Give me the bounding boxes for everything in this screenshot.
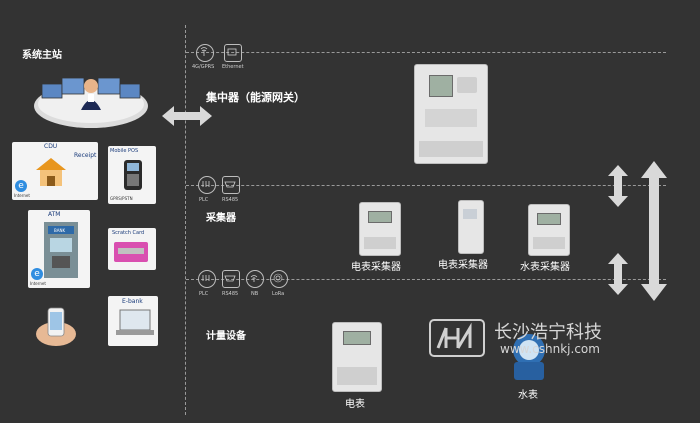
water-collector-screen	[537, 213, 561, 225]
plc-plug-icon	[202, 181, 210, 187]
metering-port-lora: LoRa	[272, 291, 285, 297]
port-4g-gprs: 4G/GPRS	[192, 64, 215, 70]
metering-rs485-port-icon	[224, 275, 236, 282]
concentrator-panel	[425, 109, 477, 127]
collector-line	[186, 185, 666, 186]
cdu-receipt: Receipt	[74, 152, 97, 159]
laptop-icon	[116, 309, 154, 335]
company-logo-icon	[429, 319, 485, 357]
double-arrow-icon	[162, 106, 212, 126]
electric-meter	[332, 322, 382, 392]
concentrator-terminal	[419, 141, 483, 157]
master-station-title: 系统主站	[22, 50, 62, 61]
cdu-card: CDU Receipt e Internet	[12, 142, 98, 200]
rs485-icon	[222, 176, 240, 194]
electric-collector-b	[458, 200, 484, 254]
concentrator-screen	[429, 75, 453, 97]
concentrator-title: 集中器（能源网关）	[206, 91, 305, 104]
concentrator-line	[186, 52, 666, 53]
port-plc: PLC	[199, 197, 209, 203]
concentrator-keypad	[457, 77, 477, 93]
nb-wireless-icon	[250, 275, 258, 282]
scratch-card: Scratch Card	[108, 228, 156, 270]
watermark-company: 长沙浩宁科技	[494, 322, 602, 343]
atm-bank-label: BANK	[54, 228, 66, 233]
e-bank-card: E-bank	[108, 296, 158, 346]
metering-port-nb: NB	[251, 291, 259, 297]
scratch-title: Scratch Card	[112, 230, 145, 236]
water-collector-label: 水表采集器	[520, 262, 570, 273]
collector-arrow-icon	[608, 165, 628, 207]
metering-arrow-icon	[608, 253, 628, 295]
metering-rs485-icon	[222, 270, 240, 288]
metering-plc-plug-icon	[202, 275, 210, 281]
electric-meter-screen	[343, 331, 371, 345]
metering-line	[186, 279, 666, 280]
atm-internet-e-icon: e	[31, 268, 43, 280]
atm-machine-icon	[44, 222, 78, 278]
electric-collector-b-label: 电表采集器	[438, 260, 488, 271]
rs485-port-icon	[224, 181, 236, 188]
port-ethernet: Ethernet	[222, 64, 244, 70]
phone-in-hand-icon	[36, 307, 76, 346]
mobile-pos-card: Mobile POS GPRS/PSTN	[108, 146, 156, 204]
electric-meter-label: 电表	[345, 399, 365, 410]
pos-terminal-icon	[124, 160, 142, 190]
port-rs485: RS485	[222, 197, 239, 203]
electric-meter-terminal	[337, 367, 377, 385]
pos-gprs: GPRS/PSTN	[110, 196, 133, 201]
vertical-divider	[185, 25, 186, 415]
master-station-illustration	[34, 77, 148, 128]
metering-port-plc: PLC	[199, 291, 209, 297]
concentrator-device	[414, 64, 488, 164]
atm-card: ATM BANK e Internet	[28, 210, 90, 288]
metering-plc-icon	[198, 270, 216, 288]
water-collector	[528, 204, 570, 256]
collector-title: 采集器	[206, 213, 236, 224]
electric-collector-a-screen	[368, 211, 392, 223]
scratch-card-icon	[114, 242, 148, 262]
ethernet-port-icon	[227, 48, 237, 56]
electric-collector-a-label: 电表采集器	[351, 262, 401, 273]
plc-icon	[198, 176, 216, 194]
water-meter-label: 水表	[518, 390, 538, 401]
metering-port-rs485: RS485	[222, 291, 239, 297]
antenna-icon	[200, 47, 208, 56]
4g-gprs-icon	[196, 44, 214, 62]
water-collector-terminal	[533, 237, 565, 249]
atm-title: ATM	[48, 211, 61, 218]
cdu-house-icon	[36, 158, 66, 186]
electric-collector-a	[359, 202, 401, 256]
ethernet-icon	[224, 44, 242, 62]
internet-e-icon: e	[15, 180, 27, 192]
water-meter	[513, 334, 545, 380]
pos-title: Mobile POS	[110, 148, 139, 154]
electric-collector-a-terminal	[364, 237, 396, 249]
cdu-title: CDU	[44, 143, 58, 150]
nb-icon	[246, 270, 264, 288]
ebank-title: E-bank	[122, 298, 143, 305]
lora-signal-icon	[273, 273, 283, 283]
atm-internet: Internet	[30, 281, 46, 286]
long-arrow-icon	[641, 161, 667, 301]
metering-title: 计量设备	[206, 331, 246, 342]
electric-collector-b-panel	[463, 209, 477, 219]
cdu-internet: Internet	[14, 193, 30, 198]
watermark-url: www.cshnkj.com	[500, 342, 600, 356]
lora-icon	[270, 270, 288, 288]
